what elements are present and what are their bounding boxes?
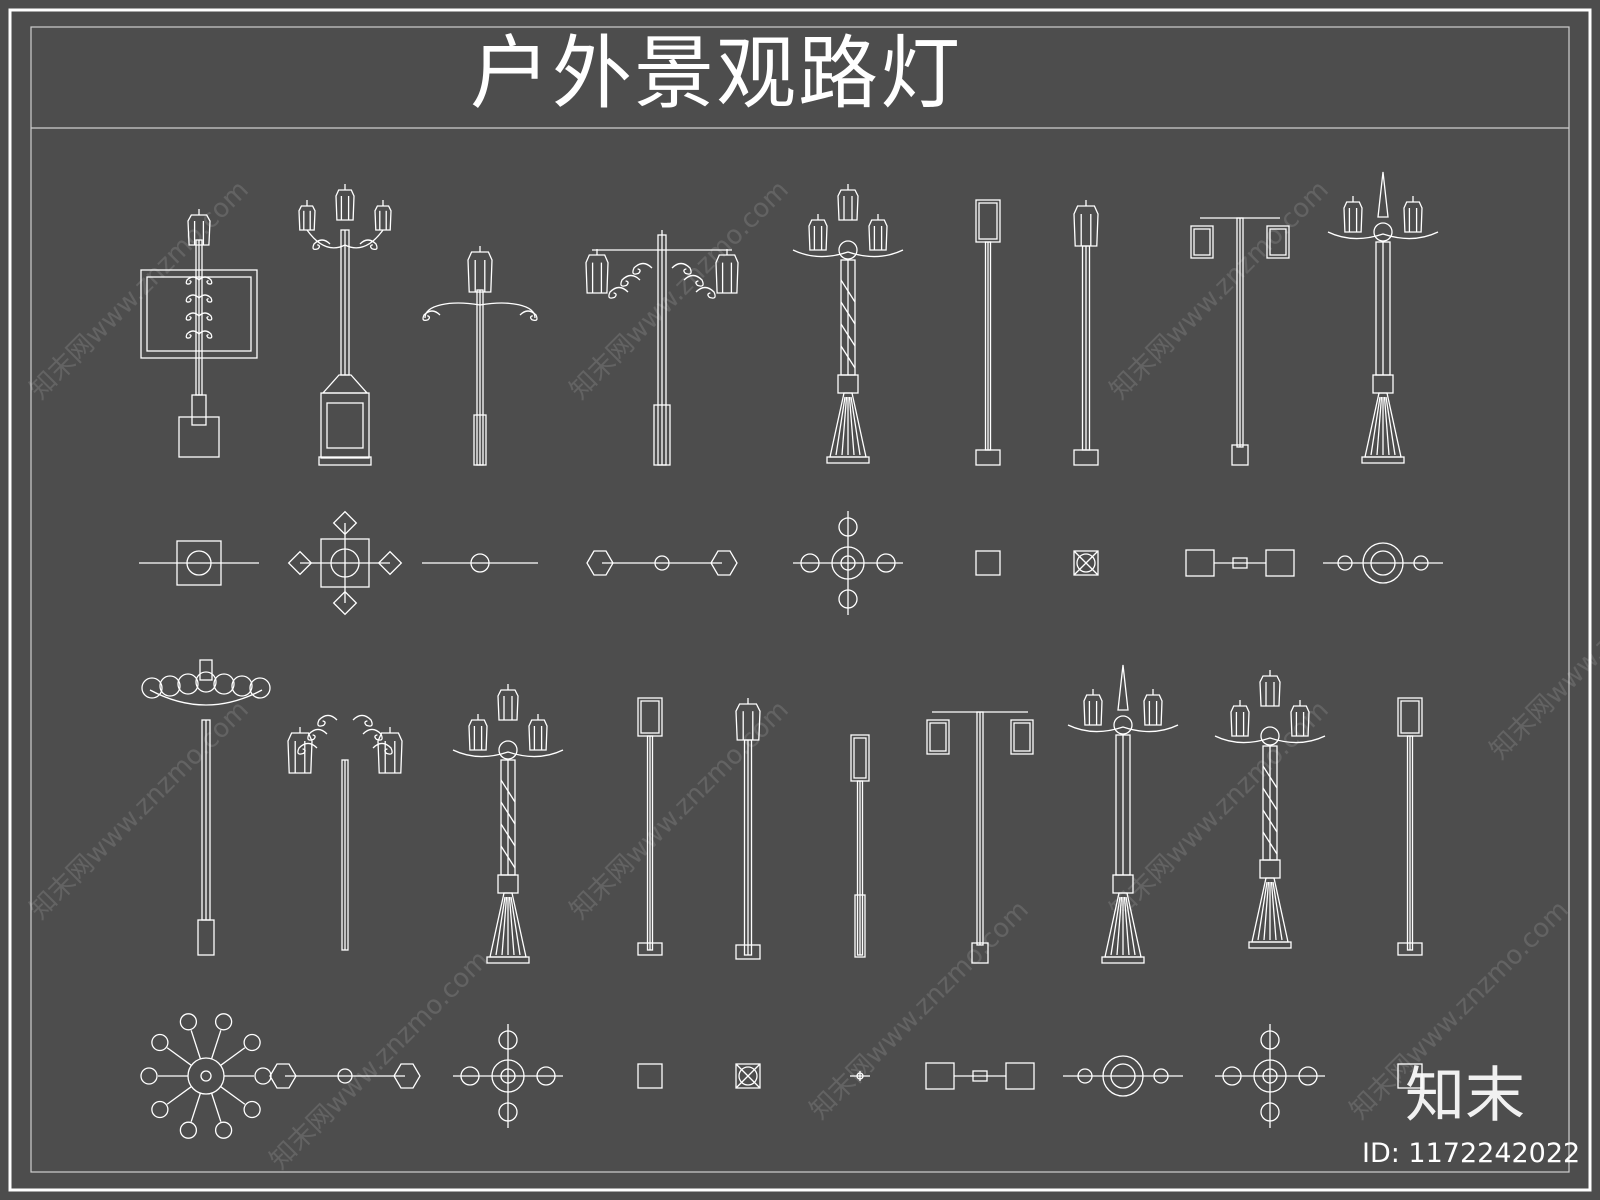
elevations-row-2 <box>141 659 1423 964</box>
lamp-t-bar-double <box>1190 217 1290 466</box>
lamp-plan-four-star <box>793 511 903 615</box>
lamp-plan-square-hatched <box>1073 550 1099 576</box>
lamp-plan-thin-bar <box>422 553 538 573</box>
lamp-double-scroll <box>585 230 739 466</box>
lamp-plan-wide-circle <box>139 540 259 586</box>
brand-logo-text: 知末 <box>1405 1061 1525 1131</box>
lamp-slim-lantern <box>1073 200 1099 466</box>
lamp-plan-rosette-bar <box>1063 1055 1183 1097</box>
lamp-triple-ornate <box>298 184 392 466</box>
lamp-double-scroll-lantern <box>287 714 403 951</box>
lamp-plan-four-star <box>1215 1024 1325 1128</box>
lamp-candelabra-triple <box>1214 670 1326 949</box>
lamp-box-frame <box>140 209 258 458</box>
lamp-plan-tiny-cross <box>850 1071 870 1081</box>
lamp-plan-double-rect <box>1185 549 1295 577</box>
lamp-plan-four-diamond <box>287 510 403 616</box>
lamp-plan-square <box>637 1063 663 1089</box>
lamp-plan-radial-globes <box>140 1013 272 1139</box>
lamp-plan-double-rect <box>925 1062 1035 1090</box>
lamp-spire-triple <box>1067 664 1179 964</box>
plans-row-2 <box>140 1013 1423 1139</box>
lamp-candelabra-twist <box>452 684 564 964</box>
lamp-plan-hex-pair <box>586 550 738 576</box>
lamp-plan-four-star <box>453 1024 563 1128</box>
drawing-id: ID: 1172242022 <box>1362 1138 1581 1169</box>
lamp-spire-triple <box>1327 171 1439 464</box>
outer-frame <box>8 8 1592 1192</box>
lamp-single-arm <box>422 246 538 466</box>
page-title: 户外景观路灯 <box>470 27 962 120</box>
lamp-plan-hex-pair <box>269 1063 421 1089</box>
lamp-drawings <box>139 171 1443 1139</box>
plans-row-1 <box>139 510 1443 616</box>
lamp-bollard-thin <box>850 734 870 958</box>
lamp-multi-globe <box>141 659 271 956</box>
lamp-t-bar-double <box>926 711 1034 964</box>
lamp-slim-box <box>1397 697 1423 956</box>
inner-frame <box>30 26 1570 1173</box>
lamp-plan-square <box>975 550 1001 576</box>
elevations-row-1 <box>140 171 1439 466</box>
lamp-slim-box <box>637 697 663 956</box>
lamp-slim-box <box>975 199 1001 466</box>
lamp-plan-rosette-bar <box>1323 542 1443 584</box>
lamp-candelabra-twist <box>792 184 904 464</box>
lamp-slim-lantern <box>735 698 761 960</box>
lamp-plan-square-hatched <box>735 1063 761 1089</box>
lamp-plan-square <box>1397 1063 1423 1089</box>
